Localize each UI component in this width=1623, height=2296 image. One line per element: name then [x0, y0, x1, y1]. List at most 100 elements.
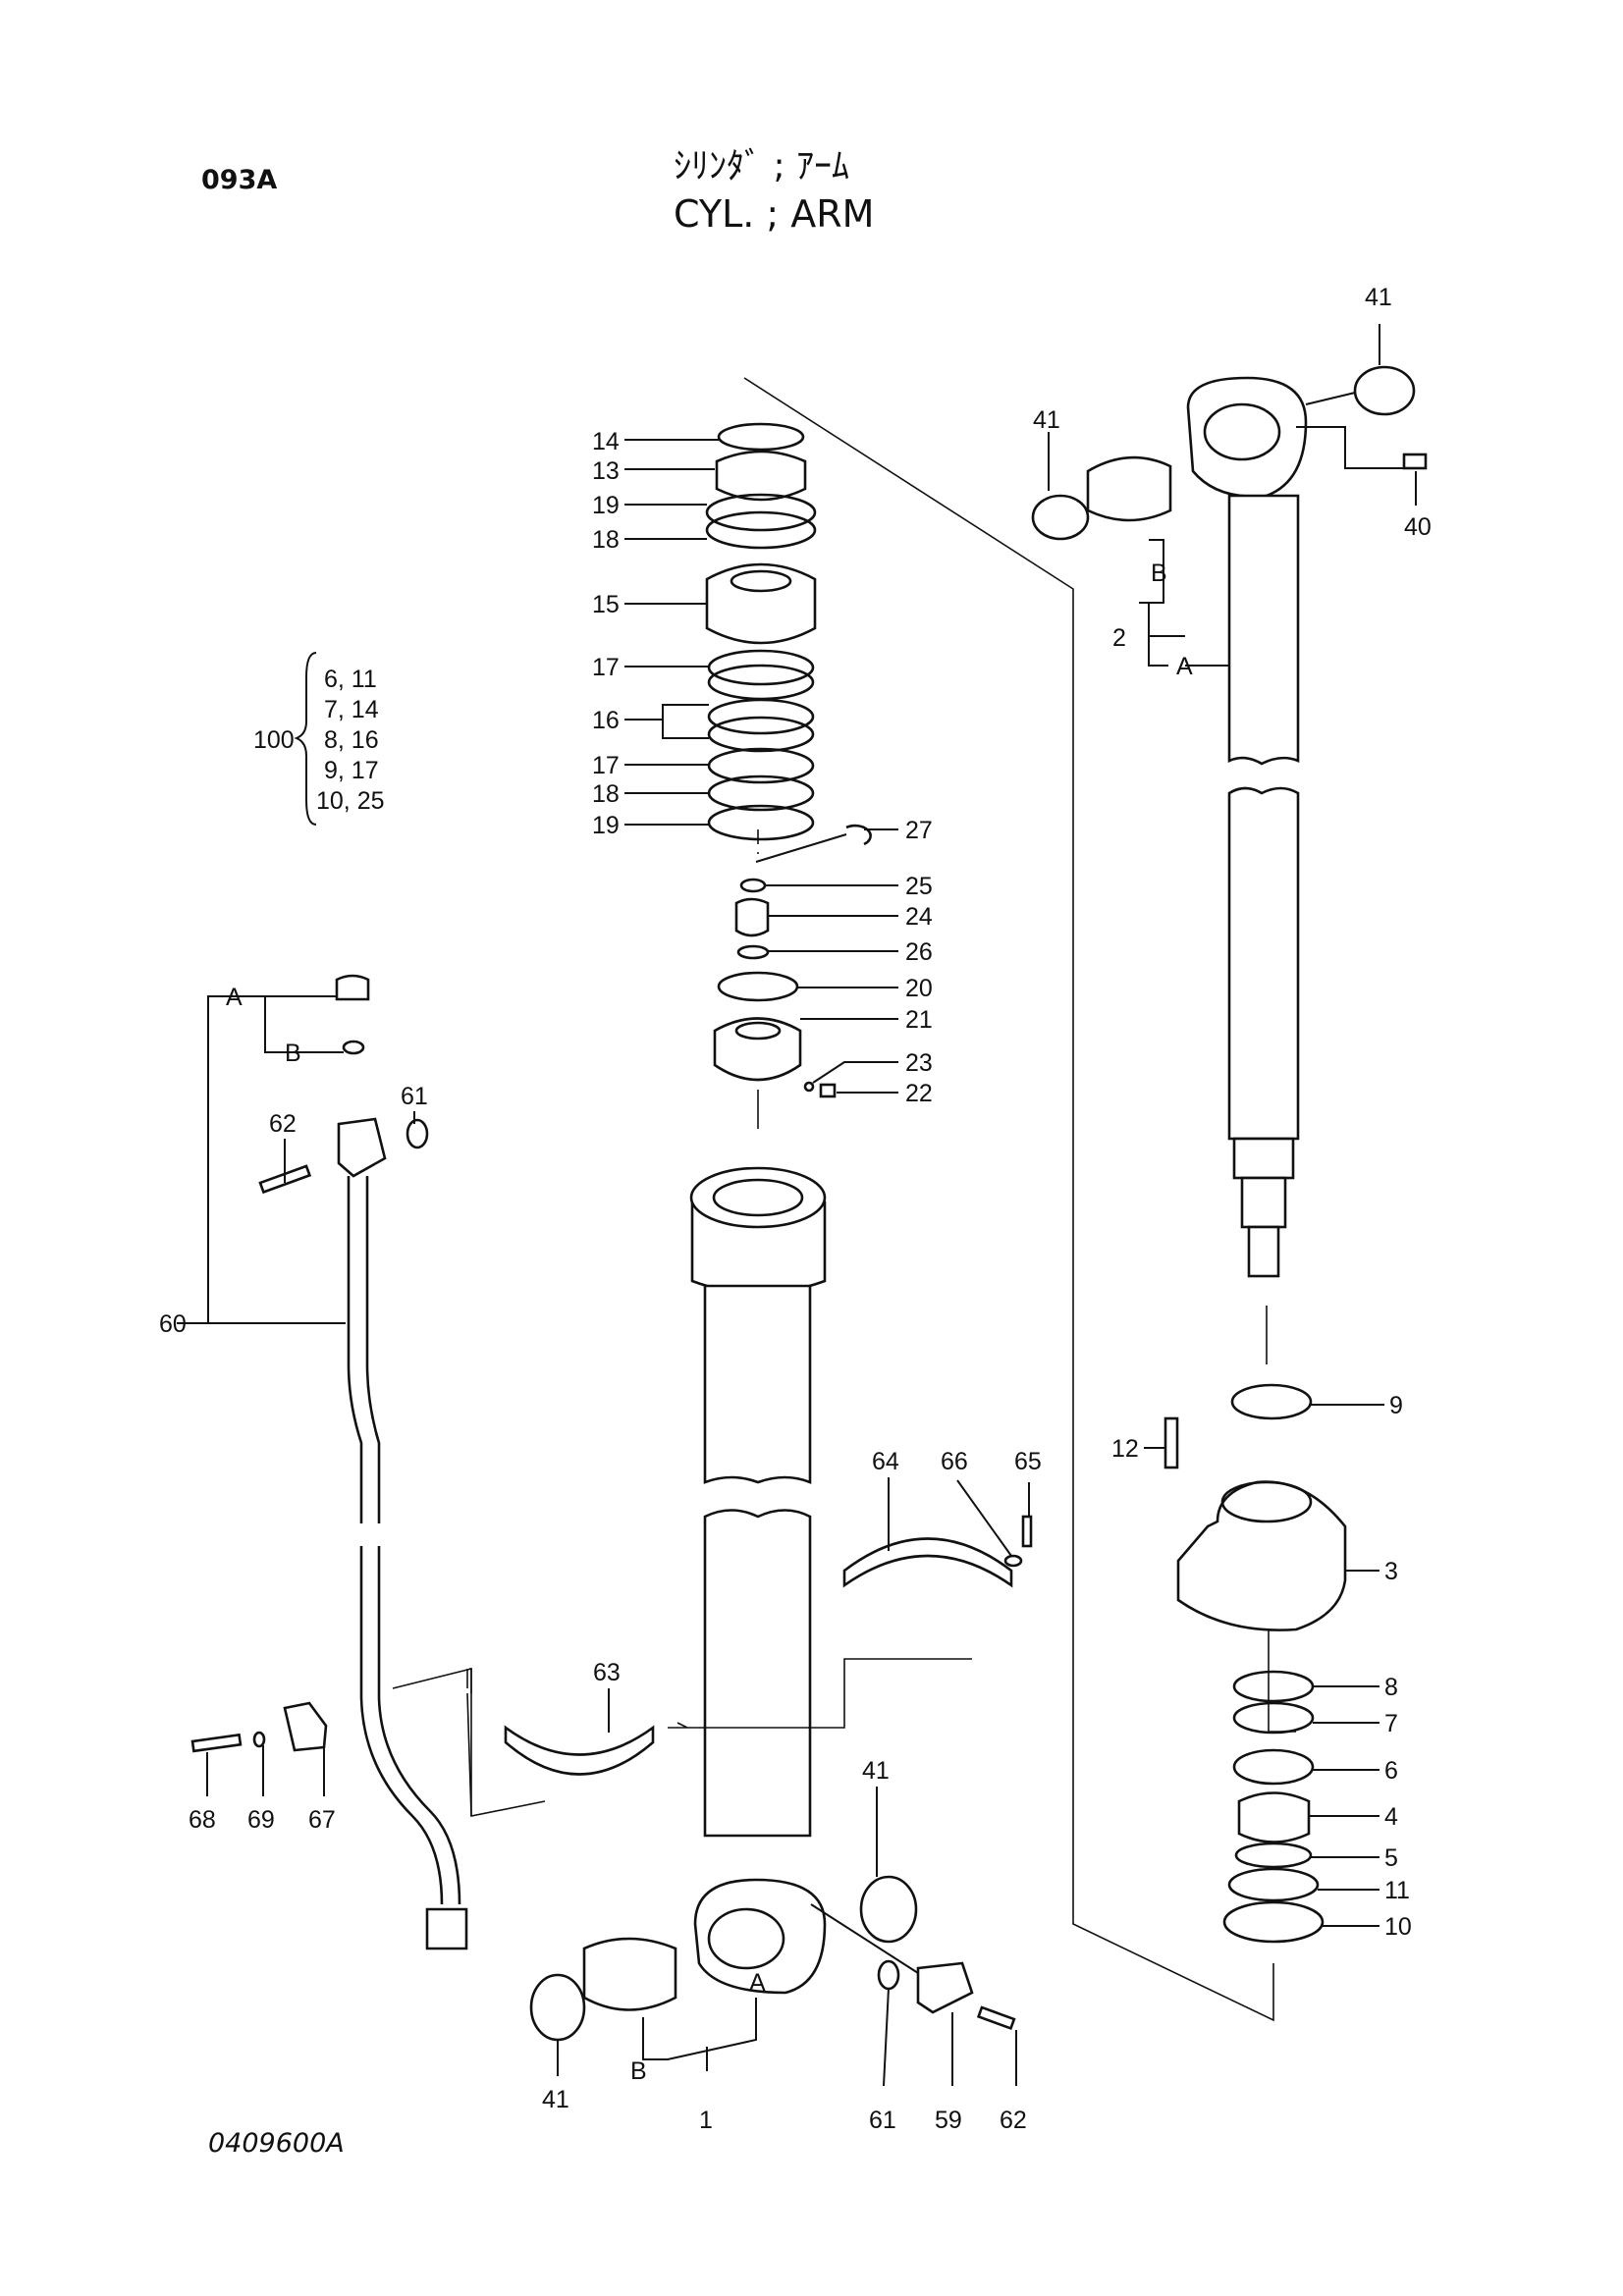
ring-part-20	[717, 971, 799, 1002]
title-japanese: ｼﾘﾝﾀﾞ ; ｱｰﾑ	[674, 146, 850, 187]
ring-part-17	[707, 649, 815, 686]
cylinder-head-part-3	[1163, 1383, 1347, 1944]
piston-bore	[730, 569, 792, 593]
plug-bolt	[335, 974, 370, 1001]
callout-label: 12	[1111, 1435, 1139, 1463]
callout-label: 19	[592, 492, 620, 519]
kit-item: 7, 14	[324, 696, 379, 723]
callout-label: 62	[1000, 2107, 1027, 2134]
callout-label: 41	[542, 2086, 569, 2113]
explosion-lines	[743, 377, 1296, 2022]
callout-labels: 14 13 19 18 15 17 16 17 18 19 27 25 24 2…	[159, 284, 1432, 2134]
washer-part-66	[1003, 1554, 1023, 1568]
rod-lower	[1227, 786, 1300, 1141]
pipe-lower-left	[359, 1546, 444, 1905]
callout-label: 24	[905, 903, 933, 931]
washer-part-69	[252, 1731, 266, 1748]
callout-label: 59	[935, 2107, 962, 2134]
callout-label: 2	[1112, 624, 1126, 652]
rod-eye-bore	[1203, 402, 1281, 461]
ring-part-19	[705, 493, 817, 532]
piston-part-15	[705, 562, 817, 645]
tube-upper	[703, 1284, 812, 1484]
seal-ring-41-bottom	[859, 1875, 918, 1944]
callout-label: 67	[308, 1806, 336, 1834]
ring-part-18	[705, 510, 817, 550]
callout-label: 14	[592, 428, 620, 455]
bushing-part-13	[715, 450, 807, 502]
ring-part-16	[707, 698, 815, 735]
head-cover-bore	[1220, 1480, 1313, 1523]
callout-label: 21	[905, 1006, 933, 1034]
drawing-code: 0409600A	[208, 2128, 345, 2159]
flange-block-part-59	[916, 1961, 974, 2014]
pipe-nut	[425, 1907, 468, 1950]
callout-label: 22	[905, 1080, 933, 1107]
callout-label: 3	[1384, 1558, 1398, 1585]
ring-part-6	[1232, 1748, 1315, 1786]
seal-kit-group: 100 6, 11 7, 14 8, 16 9, 17 10, 25	[253, 652, 385, 826]
callout-label: 16	[592, 707, 620, 734]
ring-part-16-inner	[707, 716, 815, 753]
nut-part-21	[713, 1017, 802, 1082]
o-ring-part-61-top	[406, 1118, 429, 1149]
pipe-assembly-part-60	[258, 974, 468, 1950]
bushing-tube-eye	[582, 1937, 677, 2011]
callout-label: 18	[592, 526, 620, 554]
pipe-flange-block	[337, 1117, 387, 1178]
ring-part-14	[717, 422, 805, 452]
callout-label: 68	[189, 1806, 216, 1834]
ring-part-10	[1222, 1900, 1325, 1944]
ring-part-11	[1227, 1867, 1320, 1902]
rod-thread-upper	[1232, 1137, 1295, 1180]
callout-label: 10	[1384, 1913, 1412, 1941]
callout-label: 23	[905, 1049, 933, 1077]
rod-eye	[1186, 376, 1308, 498]
cylinder-rod-part-2	[1031, 365, 1428, 1278]
callout-label: B	[630, 2057, 647, 2085]
bolt-part-12	[1163, 1416, 1179, 1469]
leader-lines	[177, 324, 1417, 2087]
ring-part-5	[1234, 1842, 1313, 1869]
callout-label: 15	[592, 591, 620, 618]
callout-label: 4	[1384, 1803, 1398, 1831]
callout-label: 17	[592, 654, 620, 681]
clamp-part-64	[842, 1537, 1013, 1588]
callout-label: 5	[1384, 1844, 1398, 1872]
title-english: CYL. ; ARM	[674, 192, 875, 236]
callout-label: 7	[1384, 1710, 1398, 1737]
callout-label: 18	[592, 780, 620, 808]
kit-item: 9, 17	[324, 757, 379, 784]
callout-label: 41	[862, 1757, 890, 1785]
bolt-part-68	[190, 1733, 243, 1753]
o-ring-part-61-bottom	[877, 1959, 900, 1991]
nut-bore	[734, 1021, 782, 1041]
cylinder-tube-part-1	[529, 1166, 1016, 2042]
piston-seal-stack	[705, 422, 872, 1098]
callout-label: A	[1176, 653, 1193, 680]
callout-label: 64	[872, 1448, 899, 1475]
snap-ring-part-27	[845, 824, 872, 846]
callout-label: 63	[593, 1659, 621, 1686]
callout-label: 13	[592, 457, 620, 485]
clamp-part-63	[504, 1725, 655, 1776]
callout-label: B	[285, 1040, 301, 1067]
callout-label: 62	[269, 1110, 297, 1138]
ball-part-23	[803, 1081, 815, 1093]
callout-label: 19	[592, 812, 620, 839]
kit-item: 10, 25	[316, 787, 385, 815]
callout-label: B	[1151, 560, 1167, 587]
bolt-part-65	[1021, 1515, 1033, 1548]
page-code: 093A	[201, 165, 278, 195]
kit-item: 8, 16	[324, 726, 379, 754]
callout-label: 69	[247, 1806, 275, 1834]
ring-part-26	[736, 944, 770, 960]
callout-label: 40	[1404, 513, 1432, 541]
pipe-upper-right	[365, 1176, 381, 1523]
ring-part-17-inner	[707, 664, 815, 701]
clamps	[190, 1515, 1033, 1817]
callout-label: 25	[905, 873, 933, 900]
grease-fitting-40	[1402, 453, 1428, 470]
tube-flange-bore	[712, 1178, 804, 1217]
ring-part-25	[739, 878, 767, 893]
